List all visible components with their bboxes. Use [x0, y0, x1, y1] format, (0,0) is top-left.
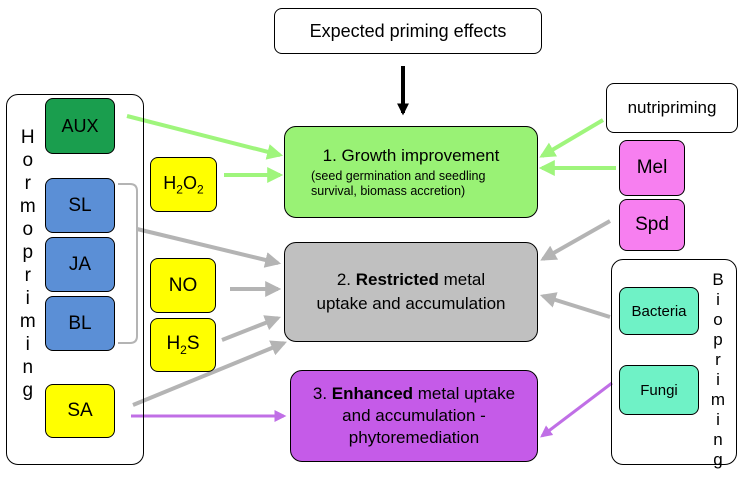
- nutripriming-box: nutripriming: [606, 83, 738, 133]
- mel-box: Mel: [619, 140, 685, 196]
- aux-arrow: [126, 114, 284, 160]
- sa-box: SA: [45, 384, 115, 438]
- restricted-uptake-box: 2. Restricted metal uptake and accumulat…: [284, 242, 538, 342]
- hormopriming-label: Hormopriming: [16, 127, 38, 403]
- growth-improvement-title: 1. Growth improvement: [322, 145, 500, 165]
- aux-box: AUX: [45, 98, 115, 154]
- restricted-uptake-line1: 2. Restricted metal: [336, 270, 486, 289]
- nutripriming-arrow: [539, 118, 605, 158]
- sl-ja-bl-bracket: [118, 183, 138, 344]
- sa-label: SA: [67, 400, 93, 421]
- expected-priming-effects-label: Expected priming effects: [309, 20, 507, 41]
- growth-improvement-box: 1. Growth improvement (seed germination …: [284, 126, 538, 218]
- spd-label: Spd: [635, 214, 669, 235]
- bracket-to-restricted-arrow: [136, 227, 282, 268]
- no-box: NO: [150, 258, 216, 313]
- enhanced-uptake-box: 3. Enhanced metal uptake and accumulatio…: [290, 370, 538, 462]
- bacteria-to-restricted-arrow: [539, 292, 611, 319]
- mel-label: Mel: [636, 157, 668, 178]
- growth-improvement-detail: (seed germination and seedling survival,…: [311, 168, 486, 198]
- bacteria-box: Bacteria: [619, 287, 699, 335]
- sl-label: SL: [68, 194, 92, 216]
- fungi-box: Fungi: [619, 365, 699, 415]
- expected-priming-effects-box: Expected priming effects: [274, 8, 542, 54]
- no-label: NO: [168, 274, 198, 296]
- sl-box: SL: [45, 178, 115, 233]
- nutripriming-label: nutripriming: [627, 98, 717, 117]
- bl-label: BL: [68, 312, 92, 334]
- sa-to-restricted-arrow: [132, 340, 287, 407]
- spd-box: Spd: [619, 199, 685, 251]
- hormopriming-group: [6, 94, 144, 465]
- h2o2-box: H2O2: [150, 157, 217, 212]
- bacteria-label: Bacteria: [631, 302, 687, 320]
- h2s-box: H2S: [150, 318, 216, 372]
- h2s-arrow: [221, 315, 281, 342]
- bl-box: BL: [45, 296, 115, 351]
- spd-to-restricted-arrow: [540, 219, 611, 261]
- hormopriming-label-text: Hormopriming: [17, 127, 39, 403]
- h2s-label: H2S: [166, 333, 200, 357]
- ja-box: JA: [45, 237, 115, 292]
- h2o2-label: H2O2: [163, 172, 204, 197]
- enhanced-uptake-line1: 3. Enhanced metal uptake: [312, 384, 516, 403]
- ja-label: JA: [68, 253, 92, 275]
- aux-label: AUX: [61, 115, 99, 136]
- biopriming-group: [611, 259, 737, 465]
- fungi-to-enhanced-arrow: [540, 381, 613, 438]
- fungi-label: Fungi: [640, 381, 678, 399]
- restricted-uptake-line2: uptake and accumulation: [316, 294, 506, 313]
- enhanced-uptake-line2: and accumulation -: [342, 406, 486, 425]
- biopriming-label-text: Biopriming: [708, 270, 728, 470]
- biopriming-label: Biopriming: [707, 270, 729, 470]
- enhanced-uptake-line3: phytoremediation: [348, 428, 480, 447]
